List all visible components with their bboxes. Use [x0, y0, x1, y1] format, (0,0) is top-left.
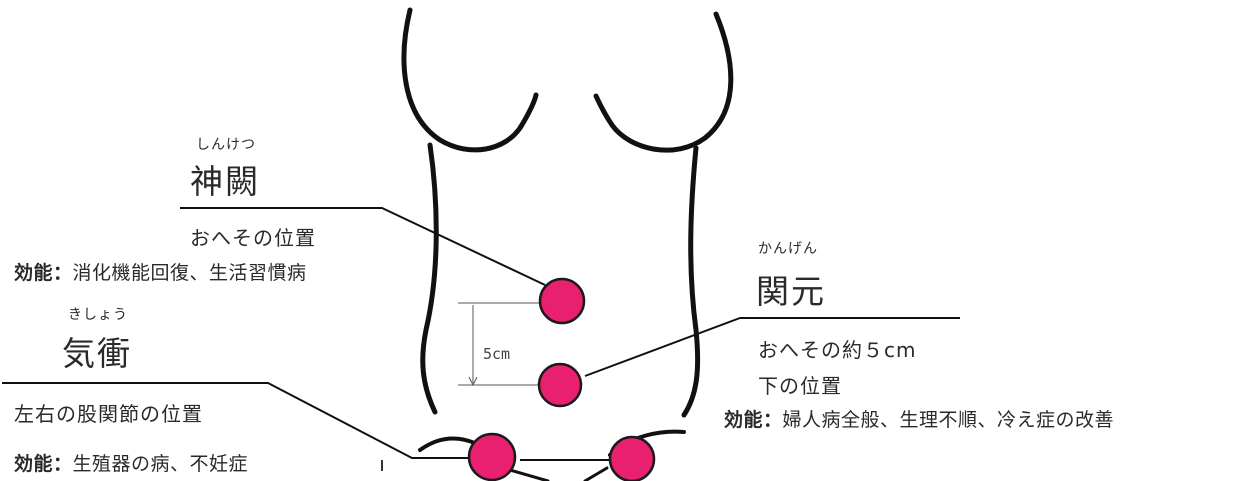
lower-v-right: [583, 466, 609, 481]
location-shinketsu: おへその位置: [190, 226, 316, 250]
leader-line-kisho: [2, 382, 495, 459]
name-kanketsu: 関元: [756, 272, 826, 311]
location-kanketsu-line1: おへその約５cm: [758, 338, 917, 362]
effect-sep: ：: [763, 409, 783, 431]
left-breast-outline: [401, 7, 539, 153]
effect-label: 効能: [14, 262, 54, 284]
point-kisho-left: [467, 432, 517, 481]
name-shinketsu: 神闕: [190, 162, 260, 201]
effect-sep: ：: [53, 262, 73, 284]
point-kisho-right: [608, 435, 656, 481]
reading-kanketsu: かんげん: [758, 241, 818, 257]
effect-label: 効能: [14, 453, 54, 475]
location-kanketsu-line2: 下の位置: [758, 374, 842, 398]
reading-kisho: きしょう: [68, 307, 128, 323]
distance-indicator: [458, 302, 544, 387]
effect-row-shinketsu: 効能：消化機能回復、生活習慣病: [14, 258, 307, 285]
distance-label: 5cm: [483, 345, 511, 363]
left-waist-outline: [420, 142, 439, 415]
reading-shinketsu: しんけつ: [196, 137, 256, 153]
effect-row-kanketsu: 効能：婦人病全般、生理不順、冷え症の改善: [724, 405, 1114, 432]
name-kisho: 気衝: [62, 334, 132, 373]
leader-line-shinketsu: [180, 207, 546, 286]
acupoints: [467, 277, 656, 481]
torso-outline: [401, 7, 734, 481]
right-breast-outline: [593, 11, 734, 153]
effect-label: 効能: [724, 409, 764, 431]
location-kisho: 左右の股関節の位置: [14, 402, 203, 426]
effect-text-kisho: 生殖器の病、不妊症: [72, 453, 249, 475]
leader-lines: [2, 207, 960, 461]
point-shinketsu: [538, 277, 586, 325]
effect-text-kanketsu: 婦人病全般、生理不順、冷え症の改善: [782, 409, 1115, 431]
leader-line-kanketsu: [584, 317, 960, 377]
distance-arrow-icon: [468, 376, 478, 387]
point-kanketsu: [537, 362, 583, 408]
effect-text-shinketsu: 消化機能回復、生活習慣病: [72, 262, 307, 284]
effect-sep: ：: [53, 453, 73, 475]
right-waist-outline: [681, 145, 701, 418]
effect-row-kisho: 効能：生殖器の病、不妊症: [14, 449, 248, 476]
